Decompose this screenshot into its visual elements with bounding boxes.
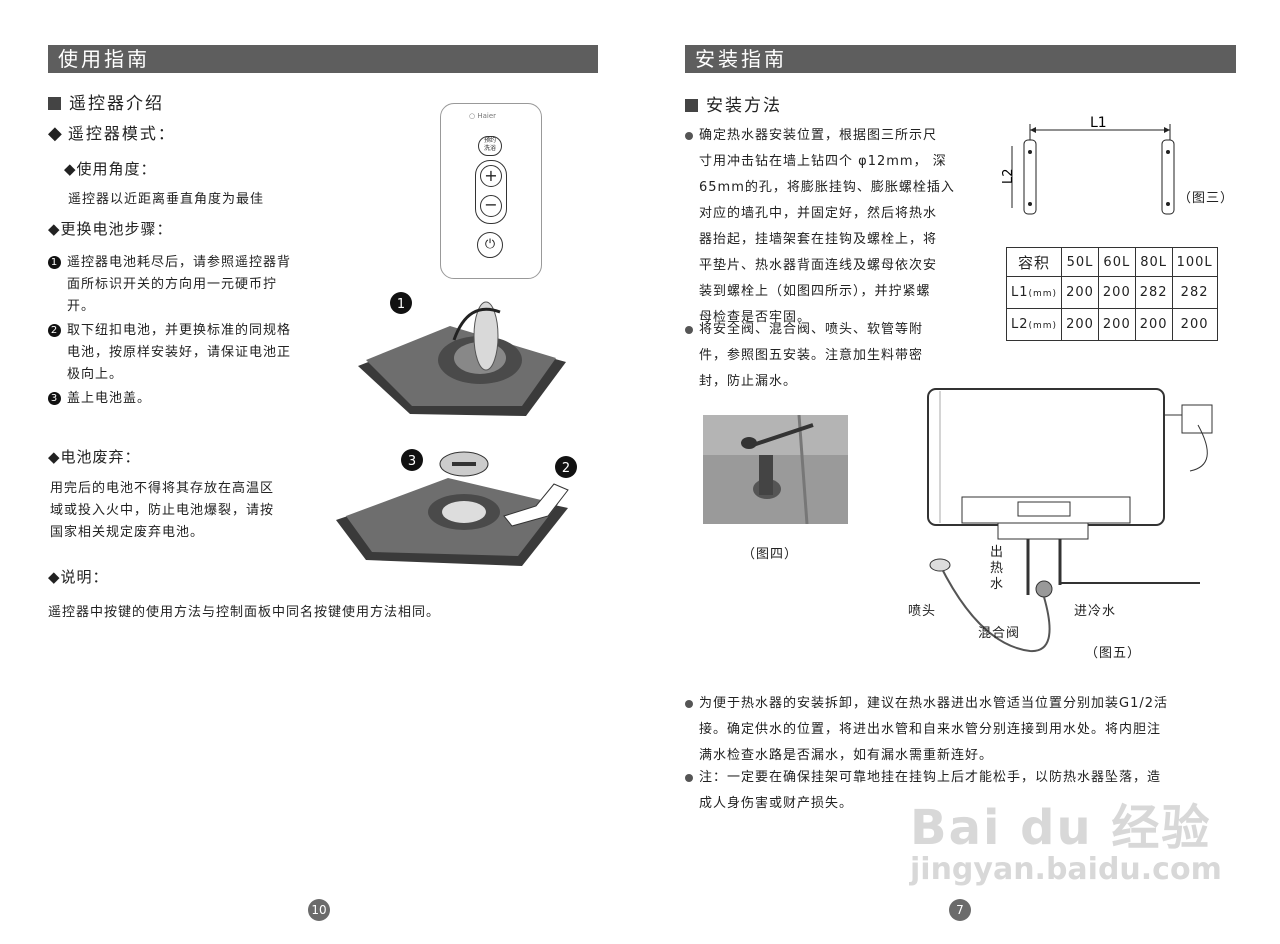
step3-label: 3 <box>408 454 416 469</box>
step1-label: 1 <box>397 297 405 312</box>
remote-back-step1-illustration: 1 <box>358 292 566 416</box>
minus-icon: − <box>480 195 502 217</box>
nozzle-label: 喷头 <box>908 604 937 619</box>
right-page-number: 7 <box>949 899 971 921</box>
step-item: 1 遥控器电池耗尽后，请参照遥控器背面所标识开关的方向用一元硬币拧开。 <box>48 252 338 318</box>
install-para-4: 注：一定要在确保挂架可靠地挂在挂钩上后才能松手，以防热水器坠落，造 成人身伤害或… <box>685 765 1230 817</box>
step-number-icon: 2 <box>48 324 61 337</box>
step-number-icon: 3 <box>48 392 61 405</box>
note-title: ◆说明： <box>48 568 109 586</box>
remote-intro-title: 遥控器介绍 <box>48 89 164 114</box>
diamond-bullet-icon: ◆ <box>48 123 64 144</box>
fig5-caption: （图五） <box>1085 646 1142 661</box>
table-row: L2(mm) 200 200 200 200 <box>1005 308 1218 341</box>
hot-water-out-label: 出 热 水 <box>990 545 1004 592</box>
plus-icon: + <box>480 165 502 187</box>
bullet-dot-icon <box>685 131 693 140</box>
battery-steps-title: ◆更换电池步骤： <box>48 220 173 238</box>
square-bullet-icon <box>685 99 698 112</box>
cold-water-in-label: 进冷水 <box>1074 604 1117 619</box>
note-text: 遥控器中按键的使用方法与控制面板中同名按键使用方法相同。 <box>48 605 441 620</box>
table-header-row: 容积 50L 60L 80L 100L <box>1005 247 1218 277</box>
mix-valve-label: 混合阀 <box>978 626 1021 641</box>
l1-label: L1 <box>1090 115 1107 131</box>
install-method-title: 安装方法 <box>685 91 782 116</box>
remote-mode-title: ◆遥控器模式： <box>48 123 176 144</box>
left-page-header: 使用指南 <box>48 45 598 73</box>
bullet-dot-icon <box>685 325 693 334</box>
bullet-dot-icon <box>685 773 693 782</box>
haier-logo: ○ Haier <box>469 112 497 120</box>
remote-control-illustration: ○ Haier 预约 洗浴 + − ⏻ <box>440 103 542 279</box>
power-icon: ⏻ <box>477 232 503 258</box>
fig4-caption: （图四） <box>742 547 799 562</box>
install-para-1: 确定热水器安装位置，根据图三所示尺 寸用冲击钻在墙上钻四个 φ12mm， 深 6… <box>685 123 975 331</box>
right-page-header: 安装指南 <box>685 45 1236 73</box>
left-page-number: 10 <box>308 899 330 921</box>
table-row: L1(mm) 200 200 282 282 <box>1005 276 1218 309</box>
step-item: 3 盖上电池盖。 <box>48 388 338 410</box>
install-para-2: 将安全阀、混合阀、喷头、软管等附 件，参照图五安装。注意加生料带密 封，防止漏水… <box>685 317 975 395</box>
remote-back-step23-illustration: 3 2 <box>336 449 577 566</box>
wall-bracket-diagram: L1 L2 <box>1001 115 1175 215</box>
capacity-spec-table: 容积 50L 60L 80L 100L L1(mm) 200 200 282 2… <box>1005 247 1218 341</box>
step2-label: 2 <box>562 461 570 476</box>
angle-title: ◆使用角度： <box>64 160 157 178</box>
disposal-title: ◆电池废弃： <box>48 448 141 466</box>
disposal-text: 用完后的电池不得将其存放在高温区域或投入火中，防止电池爆裂，请按国家相关规定废弃… <box>50 481 275 540</box>
angle-text: 遥控器以近距离垂直角度为最佳 <box>68 192 265 207</box>
bolt-photo <box>703 415 848 524</box>
plus-minus-rocker: + − <box>475 160 507 224</box>
watermark-url: jingyan.baidu.com <box>910 852 1222 887</box>
baidu-jingyan-watermark: Bai du 经验 <box>910 800 1212 856</box>
l2-label: L2 <box>1001 168 1016 184</box>
square-bullet-icon <box>48 97 61 110</box>
bullet-dot-icon <box>685 699 693 708</box>
step-item: 2 取下纽扣电池，并更换标准的同规格电池，按原样安装好，请保证电池正极向上。 <box>48 320 338 386</box>
fig3-caption: （图三） <box>1178 191 1235 206</box>
install-para-3: 为便于热水器的安装拆卸，建议在热水器进出水管适当位置分别加装G1/2活 接。确定… <box>685 691 1230 769</box>
reserve-bath-button: 预约 洗浴 <box>478 136 502 156</box>
water-heater-diagram <box>927 388 1213 653</box>
battery-steps-list: 1 遥控器电池耗尽后，请参照遥控器背面所标识开关的方向用一元硬币拧开。 2 取下… <box>48 252 338 410</box>
step-number-icon: 1 <box>48 256 61 269</box>
